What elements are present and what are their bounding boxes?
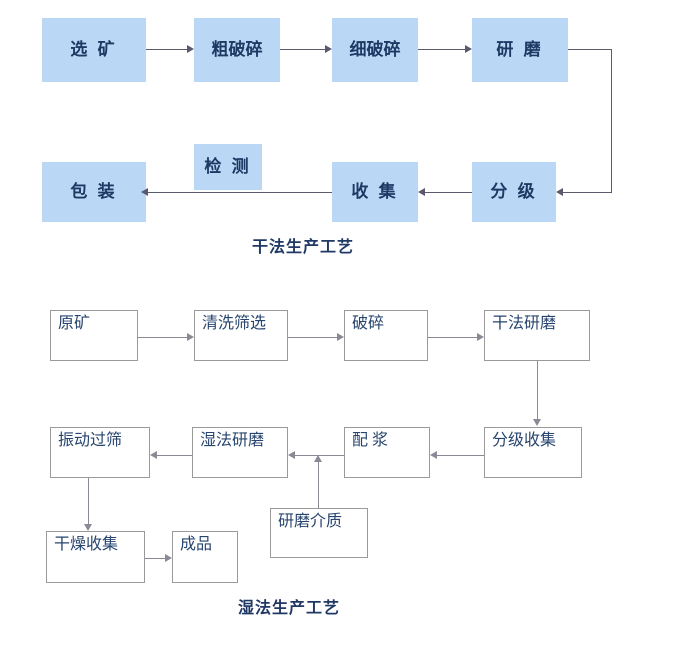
wet-arrow-vibrating-to-dry-collect-head <box>84 524 92 531</box>
wet-node-finished-product[interactable]: 成品 <box>172 531 238 583</box>
wet-node-classify-collect-label: 分级收集 <box>492 432 557 449</box>
wet-arrow-dry-collect-to-product-head <box>165 554 172 562</box>
wet-node-crushing-label: 破碎 <box>352 315 385 332</box>
dry-node-inspection[interactable]: 检 测 <box>194 144 262 190</box>
wet-node-slurry-mixing[interactable]: 配 浆 <box>344 427 430 478</box>
dry-node-ore-selection[interactable]: 选 矿 <box>42 18 146 82</box>
dry-arrow-grinding-elbow-top <box>568 49 612 50</box>
dry-arrow-ore-to-coarse <box>146 49 187 50</box>
dry-node-packaging-label: 包 装 <box>70 181 118 201</box>
wet-node-dry-grinding-label: 干法研磨 <box>492 315 557 332</box>
wet-node-wash-screen-label: 清洗筛选 <box>202 315 267 332</box>
dry-arrow-fine-to-grinding-head <box>465 45 472 53</box>
dry-node-grinding[interactable]: 研 磨 <box>472 18 568 82</box>
wet-arrow-crushing-to-dry-grinding <box>428 337 477 338</box>
dry-node-coarse-crushing-label: 粗破碎 <box>211 39 263 59</box>
wet-arrow-wet-grinding-to-vibrating-head <box>150 451 157 459</box>
wet-node-raw-ore[interactable]: 原矿 <box>50 310 138 361</box>
dry-arrow-fine-to-grinding <box>418 49 465 50</box>
dry-node-coarse-crushing[interactable]: 粗破碎 <box>194 18 280 82</box>
dry-node-packaging[interactable]: 包 装 <box>42 162 146 222</box>
dry-node-classification-label: 分 级 <box>490 181 538 201</box>
wet-arrow-wash-to-crushing-head <box>337 333 344 341</box>
dry-arrow-classification-to-collection <box>425 192 472 193</box>
wet-arrow-grinding-media-head <box>314 455 322 462</box>
wet-arrow-dry-collect-to-product <box>145 558 165 559</box>
wet-node-crushing[interactable]: 破碎 <box>344 310 428 361</box>
dry-node-classification[interactable]: 分 级 <box>472 162 556 222</box>
wet-node-grinding-media[interactable]: 研磨介质 <box>270 508 368 558</box>
wet-arrow-classify-to-slurry-head <box>430 451 437 459</box>
wet-arrow-dry-grinding-to-classify <box>537 361 538 419</box>
wet-node-wet-grinding[interactable]: 湿法研磨 <box>192 427 288 478</box>
dry-arrow-grinding-elbow-vertical <box>611 49 612 192</box>
wet-node-dry-collect[interactable]: 干燥收集 <box>46 531 145 583</box>
dry-node-ore-selection-label: 选 矿 <box>70 39 118 59</box>
wet-node-dry-grinding[interactable]: 干法研磨 <box>484 310 590 361</box>
dry-node-fine-crushing-label: 细破碎 <box>349 39 401 59</box>
dry-node-collection-label: 收 集 <box>351 181 399 201</box>
wet-arrow-classify-to-slurry <box>437 455 484 456</box>
wet-node-classify-collect[interactable]: 分级收集 <box>484 427 582 478</box>
wet-process-caption: 湿法生产工艺 <box>238 600 341 617</box>
dry-arrow-coarse-to-fine <box>280 49 325 50</box>
dry-process-caption: 干法生产工艺 <box>252 239 355 256</box>
dry-node-collection[interactable]: 收 集 <box>332 162 418 222</box>
wet-node-wet-grinding-label: 湿法研磨 <box>200 432 265 449</box>
wet-node-finished-product-label: 成品 <box>180 536 213 553</box>
dry-arrow-grinding-elbow-head <box>556 188 563 196</box>
dry-node-grinding-label: 研 磨 <box>496 39 544 59</box>
wet-node-dry-collect-label: 干燥收集 <box>54 536 119 553</box>
wet-arrow-raw-to-wash-head <box>187 333 194 341</box>
dry-arrow-ore-to-coarse-head <box>187 45 194 53</box>
wet-arrow-vibrating-to-dry-collect <box>88 478 89 524</box>
wet-arrow-dry-grinding-to-classify-head <box>533 419 541 426</box>
wet-node-vibrating-screen-label: 振动过筛 <box>58 432 123 449</box>
wet-node-wash-screen[interactable]: 清洗筛选 <box>194 310 288 361</box>
wet-node-raw-ore-label: 原矿 <box>58 315 91 332</box>
wet-node-grinding-media-label: 研磨介质 <box>278 513 343 530</box>
wet-arrow-grinding-media-to-line <box>318 462 319 508</box>
dry-arrow-classification-to-collection-head <box>418 188 425 196</box>
wet-arrow-wet-grinding-to-vibrating <box>157 455 192 456</box>
dry-arrow-collection-to-packaging <box>148 192 332 193</box>
dry-node-inspection-label: 检 测 <box>204 156 252 176</box>
dry-arrow-coarse-to-fine-head <box>325 45 332 53</box>
dry-node-fine-crushing[interactable]: 细破碎 <box>332 18 418 82</box>
wet-node-slurry-mixing-label: 配 浆 <box>352 432 389 449</box>
wet-node-vibrating-screen[interactable]: 振动过筛 <box>50 427 150 478</box>
dry-arrow-grinding-elbow-bottom <box>563 192 612 193</box>
wet-arrow-raw-to-wash <box>138 337 187 338</box>
dry-arrow-collection-to-packaging-head <box>141 188 148 196</box>
wet-arrow-slurry-to-wet-grinding-head <box>288 451 295 459</box>
wet-arrow-crushing-to-dry-grinding-head <box>477 333 484 341</box>
wet-arrow-wash-to-crushing <box>288 337 337 338</box>
